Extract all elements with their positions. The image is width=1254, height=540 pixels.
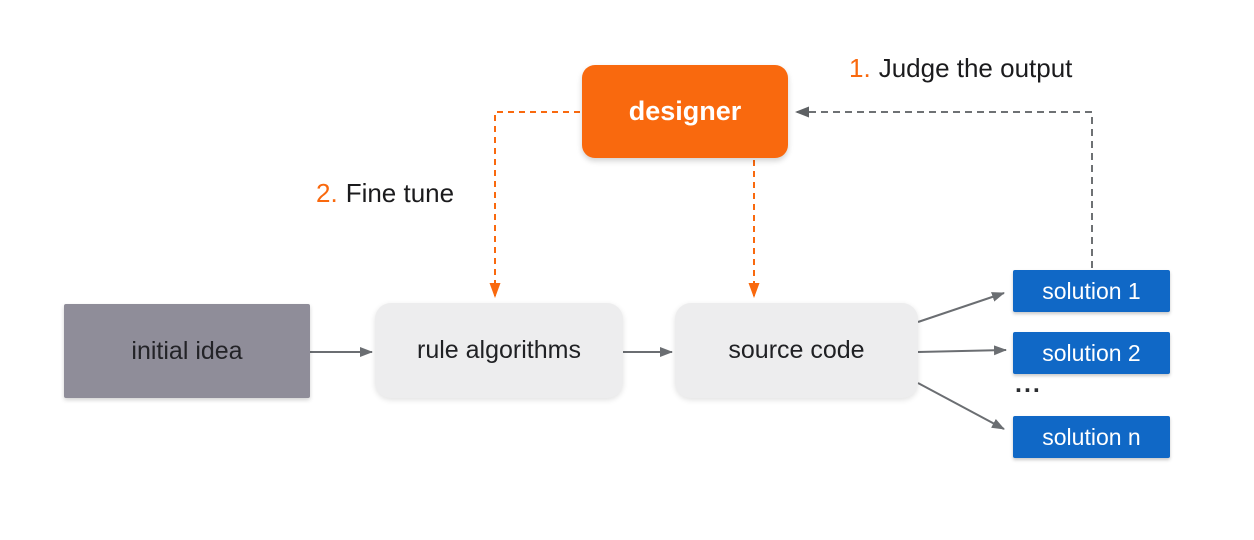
- node-source-code: source code: [675, 303, 918, 398]
- node-rule-algorithms-label: rule algorithms: [417, 336, 581, 364]
- annotation-judge-the-output: 1.Judge the output: [849, 53, 1072, 83]
- node-initial-idea: initial idea: [64, 304, 310, 398]
- annotation-fine-tune-number: 2.: [316, 178, 338, 208]
- arrow-source-to-solution-1: [917, 292, 1005, 323]
- node-initial-idea-label: initial idea: [131, 336, 243, 365]
- node-designer: designer: [582, 65, 788, 158]
- node-solution-n: solution n: [1013, 416, 1170, 458]
- annotation-judge-text: Judge the output: [878, 53, 1073, 83]
- node-solution-2: solution 2: [1013, 332, 1170, 374]
- node-solution-2-label: solution 2: [1042, 339, 1141, 366]
- solutions-ellipsis: ...: [1015, 370, 1042, 398]
- node-rule-algorithms: rule algorithms: [375, 303, 623, 398]
- annotation-judge-number: 1.: [849, 53, 871, 83]
- dashed-arrow-solution-to-designer: [795, 106, 1093, 268]
- annotation-fine-tune-text: Fine tune: [345, 178, 455, 208]
- annotation-fine-tune: 2.Fine tune: [316, 178, 454, 208]
- node-solution-n-label: solution n: [1042, 423, 1141, 450]
- arrow-source-to-solution-n: [917, 382, 1005, 430]
- node-source-code-label: source code: [728, 336, 865, 364]
- arrow-source-to-solution-2: [917, 345, 1007, 356]
- node-solution-1: solution 1: [1013, 270, 1170, 312]
- node-designer-label: designer: [628, 96, 742, 126]
- dashed-arrow-designer-to-rule: [489, 111, 580, 298]
- node-solution-1-label: solution 1: [1042, 277, 1141, 304]
